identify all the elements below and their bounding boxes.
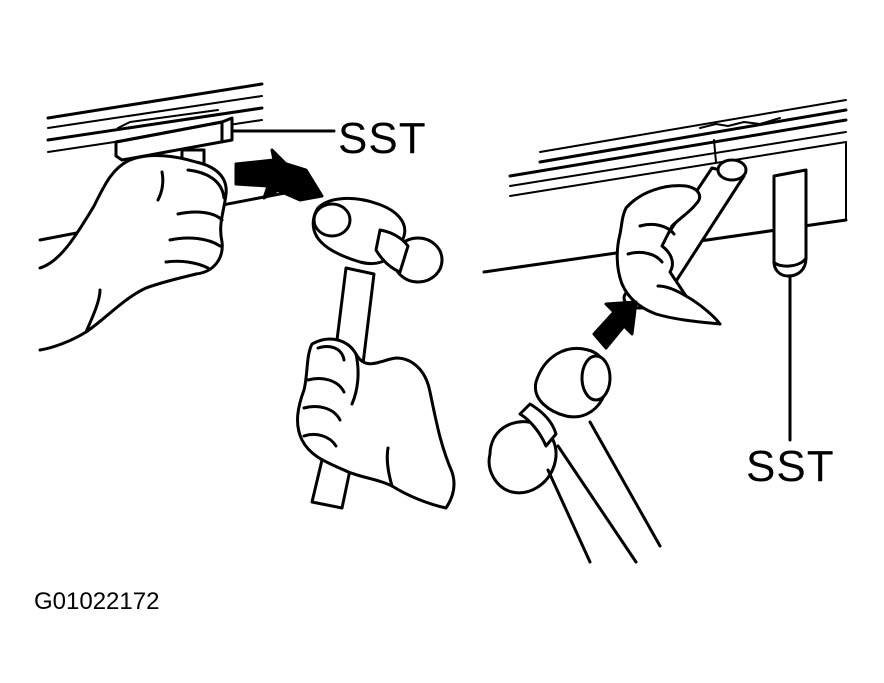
right-scene-punch-hand	[615, 184, 722, 326]
right-hammer	[487, 347, 662, 564]
sst-label-right: SST	[746, 442, 835, 491]
arrow-right-icon	[234, 148, 324, 202]
right-scene	[482, 99, 848, 564]
left-scene	[38, 82, 456, 510]
left-hand	[38, 154, 228, 352]
left-scene-hammer-hand	[296, 337, 456, 510]
sst-label-left: SST	[338, 114, 427, 163]
arrow-up-right-icon	[592, 300, 638, 350]
right-sst-tool	[772, 168, 808, 442]
figure-code: G01022172	[34, 588, 160, 615]
